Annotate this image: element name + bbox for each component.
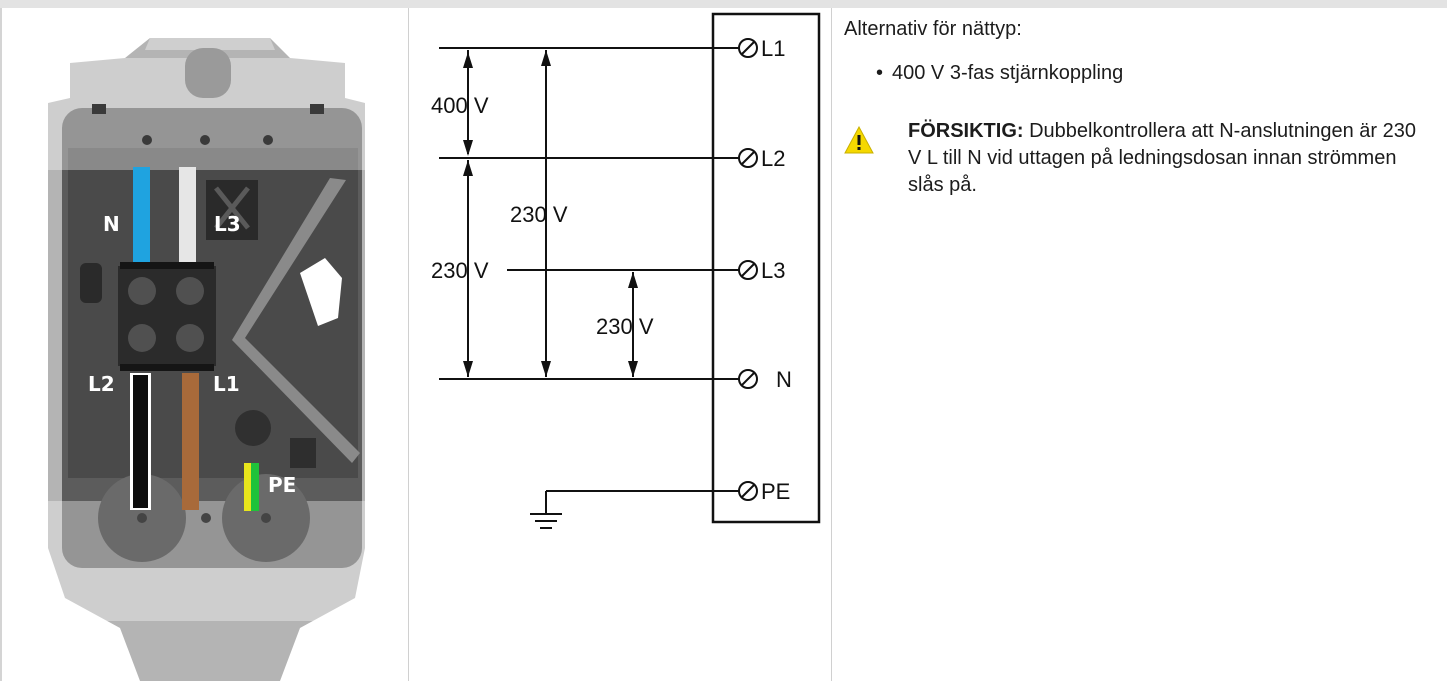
wire-label-l2: L2 — [88, 372, 115, 396]
terminal-box — [711, 12, 821, 524]
column-divider-1 — [408, 8, 409, 681]
terminal-label-n: N — [776, 367, 792, 392]
screw-terminal-icon — [738, 38, 758, 501]
voltage-label-l2-n: 230 V — [431, 258, 489, 283]
wire-label-l3: L3 — [214, 212, 241, 236]
voltage-label-l3-n: 230 V — [596, 314, 654, 339]
bullet-dot: • — [876, 62, 884, 84]
caution-note: FÖRSIKTIG: Dubbelkontrollera att N-anslu… — [908, 118, 1433, 199]
table-border-left — [0, 8, 2, 681]
star-connection-diagram — [439, 12, 821, 529]
network-type-heading: Alternativ för nättyp: — [844, 18, 1022, 40]
caution-label: FÖRSIKTIG: — [908, 120, 1024, 142]
network-diagram-cell: L1 L2 L3 N PE 400 V 230 V 230 V 230 V — [409, 8, 831, 681]
terminal-label-l3: L3 — [761, 258, 786, 283]
caution-body: Dubbelkontrollera att N-anslutningen är … — [908, 120, 1417, 196]
network-type-option-text: 400 V 3-fas stjärnkoppling — [892, 62, 1124, 84]
wire-label-pe: PE — [268, 473, 297, 497]
voltage-label-l1-l2: 400 V — [431, 93, 489, 118]
terminal-label-pe: PE — [761, 479, 791, 504]
terminal-label-l2: L2 — [761, 146, 786, 171]
instructions-cell: Alternativ för nättyp: • 400 V 3-fas stjä… — [832, 8, 1447, 681]
wiring-photo-cell: N L3 L2 L1 PE — [0, 8, 408, 681]
network-type-option: • 400 V 3-fas stjärnkoppling — [876, 62, 1123, 85]
wire-label-l1: L1 — [213, 372, 240, 396]
terminal-label-l1: L1 — [761, 36, 786, 61]
wire-label-n: N — [103, 212, 120, 236]
voltage-label-l1-n: 230 V — [510, 202, 568, 227]
warning-triangle-icon — [844, 126, 874, 154]
charger-wiring-photo — [48, 38, 365, 681]
column-divider-2 — [831, 8, 832, 681]
